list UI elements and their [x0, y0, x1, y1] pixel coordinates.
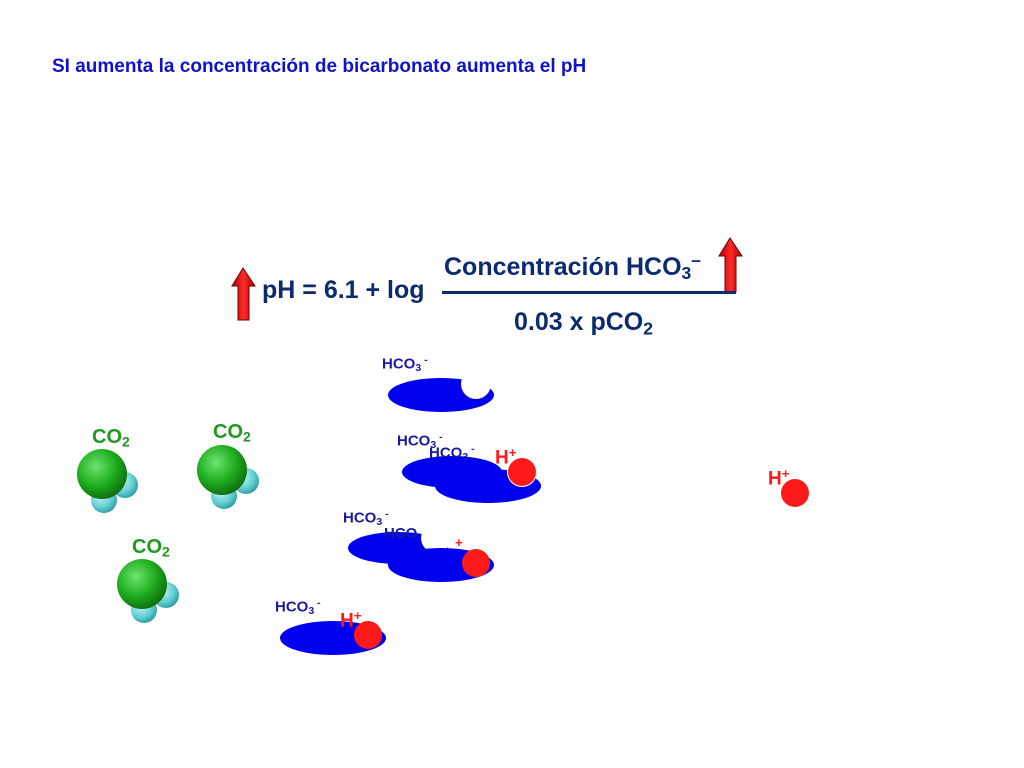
hco3-label: HCO3 - [343, 508, 389, 528]
h-ion-label: + [455, 535, 463, 550]
h-ion [462, 549, 490, 577]
hco3-label-partial: HCO [384, 525, 418, 542]
hco3-label: HCO3 - [397, 431, 443, 451]
hco3-label: HCO3 - [275, 597, 321, 617]
hco3-label: HCO3 - [429, 443, 475, 463]
equation-lhs: pH = 6.1 + log [262, 276, 425, 304]
hco3-ion [388, 369, 494, 412]
equation-denominator: 0.03 x pCO2 [514, 308, 653, 339]
slide-title: SI aumenta la concentración de bicarbona… [52, 56, 587, 77]
hco3-label: HCO3 - [382, 354, 428, 374]
fraction-bar [442, 291, 736, 294]
equation-numerator: Concentración HCO3– [444, 250, 701, 284]
co2-label: CO2 [92, 426, 130, 450]
co2-molecule [197, 445, 259, 509]
up-arrow-icon [231, 267, 256, 321]
co2-molecule [77, 449, 138, 513]
h-ion-label: H+ [768, 466, 790, 490]
h-ion-label: H+ [340, 608, 362, 632]
co2-label: CO2 [213, 421, 251, 445]
co2-molecule [117, 559, 179, 623]
h-ion [781, 479, 809, 507]
h-ion [508, 458, 536, 486]
h-ion-label: H+ [495, 445, 517, 469]
co2-label: CO2 [132, 536, 170, 560]
up-arrow-icon [718, 237, 743, 293]
h-ion [354, 621, 382, 649]
